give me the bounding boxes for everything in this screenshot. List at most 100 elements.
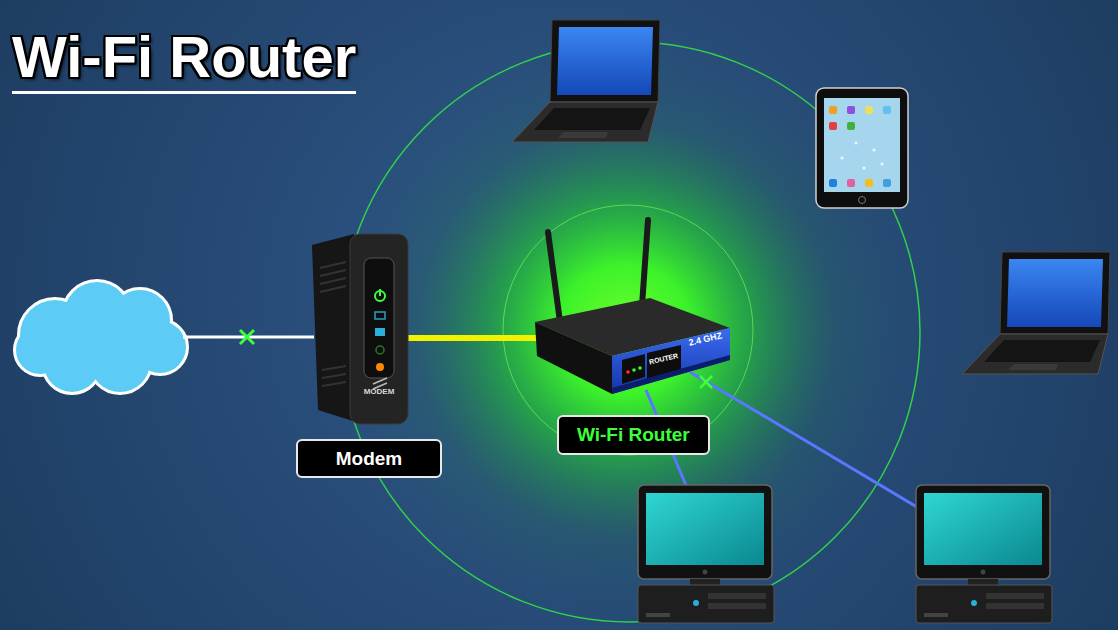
graphic-part — [240, 330, 254, 344]
graphic-part — [320, 262, 346, 386]
ethernet-connector — [448, 335, 530, 341]
graphic-part — [708, 593, 766, 599]
device-label: Modem — [336, 448, 403, 470]
graphic-part — [859, 197, 866, 204]
graphic-part — [320, 262, 346, 268]
graphic-part — [824, 98, 900, 192]
cloud — [16, 282, 186, 392]
graphic-part — [557, 27, 653, 95]
graphic-part — [322, 366, 346, 370]
graphic-part — [16, 282, 186, 392]
graphic-part — [379, 289, 381, 296]
cable-mark — [240, 330, 254, 344]
range-circle — [503, 205, 753, 455]
graphic-part — [350, 234, 408, 424]
graphic-part — [550, 20, 660, 102]
graphic-part — [916, 485, 1050, 579]
graphic-part — [16, 326, 64, 374]
graphic-part — [16, 282, 186, 392]
ethernet-cable — [404, 335, 450, 341]
graphic-part — [924, 613, 948, 617]
router-device — [535, 220, 730, 394]
graphic-part — [841, 157, 844, 160]
desktop-computer — [916, 485, 1052, 623]
graphic-part — [883, 106, 891, 114]
graphic-part — [984, 340, 1100, 362]
graphic-part — [534, 108, 650, 130]
graphic-part — [986, 593, 1044, 599]
graphic-part — [375, 328, 385, 336]
diagram-title: Wi-Fi Router — [12, 28, 356, 94]
graphic-part — [612, 355, 730, 394]
graphic-part — [883, 179, 891, 187]
graphic-part — [638, 485, 772, 579]
tablet — [816, 88, 908, 208]
graphic-part — [829, 179, 837, 187]
graphic-part — [865, 106, 873, 114]
graphic-part — [322, 374, 346, 378]
graphic-part — [829, 122, 837, 130]
graphic-part — [535, 322, 612, 394]
graphic-part — [865, 179, 873, 187]
graphic-part — [646, 613, 670, 617]
graphic-part — [642, 220, 648, 306]
cable-mark — [700, 376, 712, 388]
graphic-part — [548, 232, 560, 322]
graphic-part — [1000, 252, 1110, 334]
graphic-part — [1007, 259, 1103, 327]
range-circle — [340, 42, 920, 622]
graphic-part — [320, 286, 346, 292]
laptop — [962, 252, 1110, 374]
graphic-part — [322, 382, 346, 386]
graphic-part — [638, 585, 774, 623]
desktop-computer — [638, 485, 774, 623]
graphic-part — [240, 330, 254, 344]
graphic-part — [646, 493, 764, 565]
graphic-part — [873, 149, 876, 152]
device-marking: MODEM — [356, 388, 402, 396]
graphic-part — [855, 142, 858, 145]
graphic-part — [708, 603, 766, 609]
graphic-part — [881, 163, 884, 166]
signal-glow — [325, 30, 925, 630]
graphic-part — [829, 106, 837, 114]
graphic-part — [968, 579, 998, 585]
graphic-part — [916, 585, 1052, 623]
graphic-part — [638, 366, 642, 370]
graphic-part — [558, 132, 608, 138]
device-node: Modem — [290, 232, 448, 478]
graphic-part — [700, 376, 712, 388]
device-label-box: Wi-Fi Router — [557, 415, 710, 455]
graphic-part — [962, 334, 1108, 374]
graphic-part — [816, 88, 908, 208]
graphic-part — [320, 270, 346, 276]
graphic-part — [847, 179, 855, 187]
graphic-part — [376, 346, 384, 354]
graphic-part — [320, 278, 346, 284]
graphic-part — [703, 570, 708, 575]
device-label-box: Modem — [296, 439, 442, 478]
graphic-part — [364, 258, 394, 378]
graphic-part — [512, 102, 658, 142]
graphic-part — [376, 363, 384, 371]
graphic-part — [863, 167, 866, 170]
modem-device — [312, 234, 408, 424]
graphic-part — [847, 122, 855, 130]
graphic-part — [1008, 364, 1058, 370]
graphic-part — [375, 312, 385, 319]
device-label: Wi-Fi Router — [577, 424, 690, 446]
graphic-part — [986, 603, 1044, 609]
graphic-part — [847, 106, 855, 114]
graphic-part — [690, 579, 720, 585]
graphic-part — [632, 368, 636, 372]
graphic-part — [622, 354, 645, 384]
graphic-part — [700, 376, 712, 388]
laptop — [512, 20, 660, 142]
graphic-part — [841, 142, 884, 170]
graphic-part — [312, 234, 356, 422]
graphic-part — [693, 600, 699, 606]
